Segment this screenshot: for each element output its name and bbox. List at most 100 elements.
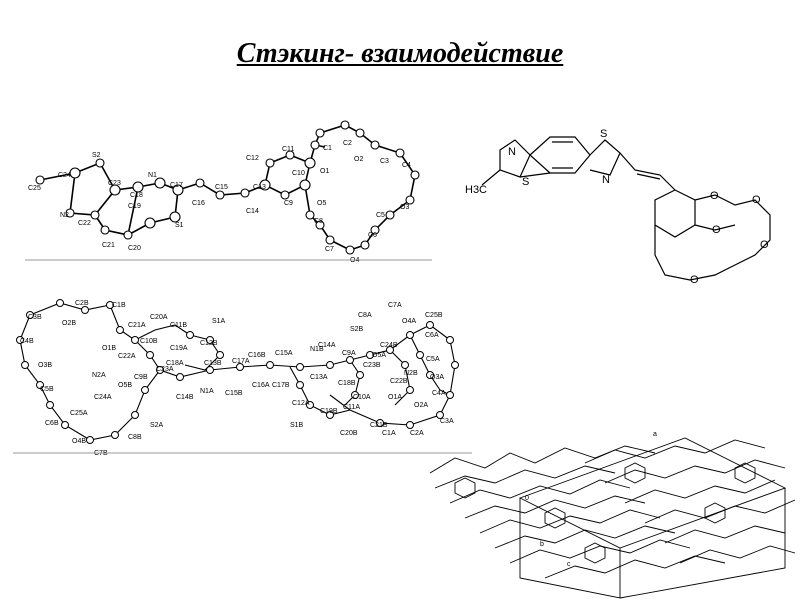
atom-label: C23A [156, 366, 174, 373]
atom-label: O4B [72, 438, 86, 445]
atom-label: C3A [440, 418, 454, 425]
ortep-molecule-top-drawing: C25 C24 S2 C23 N1 C18 C17 C16 C15 C13 C1… [25, 120, 432, 264]
atom-label: C2B [75, 300, 89, 307]
atom-label: O5B [118, 382, 132, 389]
atom-label: O3A [430, 374, 444, 381]
slide-title: Стэкинг- взаимодействие [236, 38, 564, 69]
atom-label: N2B [404, 370, 418, 377]
atom-label: C22B [390, 378, 408, 385]
atom-label: C18B [338, 380, 356, 387]
atom-label: C5A [426, 356, 440, 363]
atom-label: C20A [150, 314, 168, 321]
atom-label: C20B [340, 430, 358, 437]
atom-label: O1 [320, 168, 329, 175]
atom-label: C12B [200, 340, 218, 347]
ortep-dimer: C3B C2B O2B C1B C21A C20A C4B O1B C22A C… [10, 295, 475, 460]
atom-label: C9 [284, 200, 293, 207]
atom-label: N1A [200, 388, 214, 395]
atom-label: C9B [134, 374, 148, 381]
atom-label: C20 [128, 245, 141, 252]
atom-label: C1B [112, 302, 126, 309]
atom-label: C12 [246, 155, 259, 162]
atom-label: C23 [108, 180, 121, 187]
atom-label: O1A [388, 394, 402, 401]
atom-label: C10B [140, 338, 158, 345]
atom-label: C18A [166, 360, 184, 367]
axis-label: b [540, 541, 544, 548]
atom-label: S2B [350, 326, 364, 333]
atom-label: C11 [282, 146, 294, 153]
atom-label: C13B [204, 360, 222, 367]
atom-label: C7A [388, 302, 402, 309]
atom-label: C19 [128, 203, 141, 210]
atom-label: C6B [45, 420, 59, 427]
atom-label: H3C [465, 184, 487, 196]
atom-label: C25A [70, 410, 88, 417]
atom-label: C8B [128, 434, 142, 441]
atom-label: C14A [318, 342, 336, 349]
atom-label: S [600, 128, 607, 140]
atom-label: C8 [314, 218, 323, 225]
atom-label: C4B [20, 338, 34, 345]
atom-label: C24A [94, 394, 112, 401]
atom-label: O3 [400, 204, 409, 211]
atom-label: C1A [382, 430, 396, 437]
atom-label: C17A [232, 358, 250, 365]
crystal-packing: a b c 0 [425, 428, 800, 600]
atom-label: C16B [248, 352, 266, 359]
atom-label: C22A [118, 353, 136, 360]
atom-label: C4 [402, 162, 411, 169]
atom-label: C5B [40, 386, 54, 393]
ortep-molecule-top: C25 C24 S2 C23 N1 C18 C17 C16 C15 C13 C1… [20, 105, 435, 265]
atom-label: S1 [175, 222, 184, 229]
chemical-structure-drawing: N S H3C S N O O O O O [465, 128, 771, 286]
atom-label: C13 [253, 184, 266, 191]
atom-label: S [522, 176, 529, 188]
atom-label: C23B [363, 362, 381, 369]
atom-label: O [690, 274, 699, 286]
atom-label: N2 [60, 212, 69, 219]
atom-label: O [712, 224, 721, 236]
atom-label: N2A [92, 372, 106, 379]
atom-label: C18 [130, 192, 143, 199]
axis-label: c [567, 561, 571, 568]
atom-label: C6 [368, 232, 377, 239]
atom-label: O2B [62, 320, 76, 327]
atom-label: O2A [414, 402, 428, 409]
atom-label: O1B [102, 345, 116, 352]
atom-label: C16 [192, 200, 205, 207]
atom-label: C25 [28, 185, 41, 192]
chemical-structure: N S H3C S N O O O O O [460, 115, 790, 290]
atom-label: C22 [78, 220, 91, 227]
axis-label: 0 [525, 495, 529, 502]
atom-label: C25B [425, 312, 443, 319]
ortep-dimer-drawing: C3B C2B O2B C1B C21A C20A C4B O1B C22A C… [13, 299, 472, 457]
atom-label: O [760, 239, 769, 251]
atom-label: C3B [28, 314, 42, 321]
atom-label: C10A [353, 394, 371, 401]
atom-label: C15A [275, 350, 293, 357]
atom-label: C21A [128, 322, 146, 329]
atom-label: C12A [292, 400, 310, 407]
atom-label: C21B [370, 422, 388, 429]
atom-label: C7 [325, 246, 334, 253]
atom-label: S2 [92, 152, 101, 159]
atom-label: C11A [343, 404, 360, 411]
atom-label: O2 [354, 156, 363, 163]
atom-label: C4A [432, 390, 446, 397]
atom-label: O5A [372, 352, 386, 359]
atom-label: O3B [38, 362, 52, 369]
atom-label: N1 [148, 172, 157, 179]
atom-label: C16A [252, 382, 270, 389]
atom-label: C17B [272, 382, 290, 389]
atom-label: O4A [402, 318, 416, 325]
atom-label: N1B [310, 346, 324, 353]
atom-label: C19A [170, 345, 188, 352]
atom-label: O [752, 194, 761, 206]
atom-label: C13A [310, 374, 328, 381]
atom-label: N [602, 174, 610, 186]
atom-label: C8A [358, 312, 372, 319]
atom-label: S1B [290, 422, 304, 429]
atom-label: C14B [176, 394, 194, 401]
atom-label: C2 [343, 140, 352, 147]
